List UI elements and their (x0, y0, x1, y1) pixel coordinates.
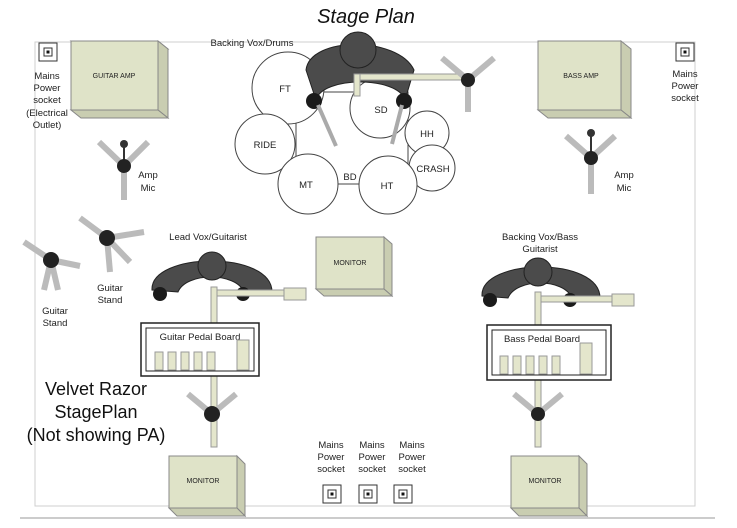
band-name-line2: StagePlan (54, 402, 137, 422)
guitar-amp-label: GUITAR AMP (93, 73, 136, 80)
mains-left-line5: Outlet) (33, 120, 62, 131)
bass-pedal-label: Bass Pedal Board (504, 334, 580, 345)
amp-mic-left-line1: Amp (138, 170, 158, 181)
guitar-amp: GUITAR AMP (69, 39, 170, 120)
guitar-stand-b-line2: Stand (98, 295, 123, 306)
mains-right-line1: Mains (672, 69, 698, 80)
monitor-center: MONITOR (314, 235, 394, 298)
amp-mic-left (96, 139, 151, 200)
mains-left-line4: (Electrical (26, 108, 68, 119)
mains-right-line3: socket (671, 93, 699, 104)
backing-bass-line2: Guitarist (522, 244, 558, 255)
guitar-pedal-label: Guitar Pedal Board (160, 332, 241, 343)
backing-bass-line1: Backing Vox/Bass (502, 232, 578, 243)
mains-b3-line1: Mains (399, 440, 425, 451)
guitar-pedal-board: Guitar Pedal Board (140, 322, 260, 377)
mains-b1-line1: Mains (318, 440, 344, 451)
mains-b1-line3: socket (317, 464, 345, 475)
power-socket-bottom-1 (322, 484, 342, 504)
backing-vox-drums-label: Backing Vox/Drums (211, 38, 294, 49)
drum-ht: HT (381, 181, 394, 192)
guitar-stand-a-line1: Guitar (42, 306, 68, 317)
mains-b2-line2: Power (359, 452, 386, 463)
guitar-stand-b-line1: Guitar (97, 283, 123, 294)
high-tom (358, 155, 418, 215)
drum-ft: FT (279, 84, 291, 95)
monitor-left-label: MONITOR (187, 478, 220, 485)
mains-left-line1: Mains (34, 71, 60, 82)
drummer (305, 31, 467, 147)
mains-right-line2: Power (672, 81, 699, 92)
mic-stand-drums (440, 55, 496, 112)
monitor-left: MONITOR (167, 454, 247, 518)
bass-pedal-board: Bass Pedal Board (486, 324, 612, 381)
bass-mic-stand (512, 391, 564, 421)
mains-b3-line3: socket (398, 464, 426, 475)
power-socket-top-left (38, 42, 58, 62)
monitor-right-label: MONITOR (529, 478, 562, 485)
drum-mt: MT (299, 180, 313, 191)
bass-amp: BASS AMP (536, 39, 633, 120)
mains-b2-line1: Mains (359, 440, 385, 451)
drum-bd: BD (343, 172, 356, 183)
power-socket-bottom-3 (393, 484, 413, 504)
drum-crash: CRASH (416, 164, 449, 175)
power-socket-top-right (675, 42, 695, 62)
guitar-stand-b (78, 215, 145, 273)
guitar-stand-a (22, 239, 81, 291)
amp-mic-right (564, 129, 618, 194)
bass-amp-label: BASS AMP (563, 73, 599, 80)
mains-left-line2: Power (34, 83, 61, 94)
page-title: Stage Plan (317, 6, 415, 28)
guitar-stand-a-line2: Stand (43, 318, 68, 329)
drum-hh: HH (420, 129, 434, 140)
power-socket-bottom-2 (358, 484, 378, 504)
monitor-center-label: MONITOR (334, 260, 367, 267)
drum-ride: RIDE (254, 140, 277, 151)
band-name-line1: Velvet Razor (45, 379, 147, 399)
band-name-line3: (Not showing PA) (27, 425, 166, 445)
ride-cymbal (234, 113, 296, 175)
amp-mic-right-line2: Mic (617, 183, 632, 194)
mains-b2-line3: socket (358, 464, 386, 475)
mains-b3-line2: Power (399, 452, 426, 463)
amp-mic-left-line2: Mic (141, 183, 156, 194)
monitor-right: MONITOR (509, 454, 589, 518)
lead-vox-label: Lead Vox/Guitarist (169, 232, 247, 243)
drum-sd: SD (374, 105, 387, 116)
mains-b1-line2: Power (318, 452, 345, 463)
mid-tom (277, 153, 339, 215)
lead-mic-stand (186, 391, 238, 422)
mains-left-line3: socket (33, 95, 61, 106)
amp-mic-right-line1: Amp (614, 170, 634, 181)
